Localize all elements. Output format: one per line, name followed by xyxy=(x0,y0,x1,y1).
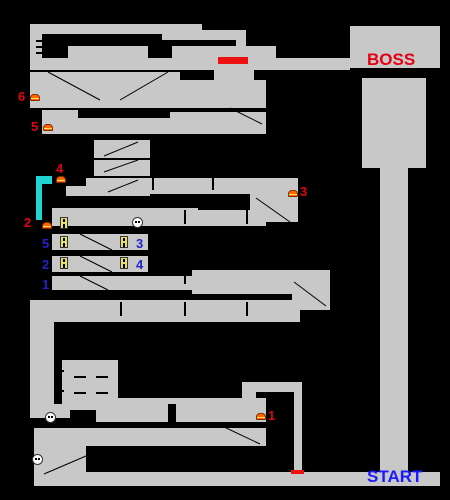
chest-icon-2[interactable] xyxy=(42,222,52,229)
switch-number-2: 2 xyxy=(42,257,50,272)
water-path-horizontal xyxy=(36,176,52,184)
chest-icon-1[interactable] xyxy=(256,413,266,420)
chest-icon-5[interactable] xyxy=(43,124,53,131)
switch-icon[interactable] xyxy=(120,257,128,269)
skull-icon xyxy=(32,454,43,465)
start-door xyxy=(291,470,304,474)
chest-icon-4[interactable] xyxy=(56,176,66,183)
doors-and-water xyxy=(36,57,304,474)
chest-number-6: 6 xyxy=(18,89,26,104)
switch-number-1: 1 xyxy=(42,277,50,292)
switch-icon[interactable] xyxy=(60,236,68,248)
chest-number-3: 3 xyxy=(300,184,308,199)
chest-icon-3[interactable] xyxy=(288,190,298,197)
boss-door xyxy=(218,57,248,64)
corridors xyxy=(30,24,440,486)
stair-lines xyxy=(43,71,327,475)
switch-number-5: 5 xyxy=(42,236,50,251)
switch-number-4: 4 xyxy=(136,257,144,272)
chest-number-2: 2 xyxy=(24,215,32,230)
chest-number-5: 5 xyxy=(31,119,39,134)
switch-icon[interactable] xyxy=(120,236,128,248)
water-path-vertical xyxy=(36,184,42,220)
switch-icon[interactable] xyxy=(60,257,68,269)
switch-number-3: 3 xyxy=(136,236,144,251)
switch-icon[interactable] xyxy=(60,217,68,229)
boss-label: BOSS xyxy=(367,50,416,69)
skull-icon xyxy=(45,412,56,423)
chest-number-4: 4 xyxy=(56,161,64,176)
start-label: START xyxy=(367,467,423,486)
chest-number-1: 1 xyxy=(268,408,276,423)
skull-icon xyxy=(132,217,143,228)
wall-notches xyxy=(36,40,248,422)
chest-icon-6[interactable] xyxy=(30,94,40,101)
